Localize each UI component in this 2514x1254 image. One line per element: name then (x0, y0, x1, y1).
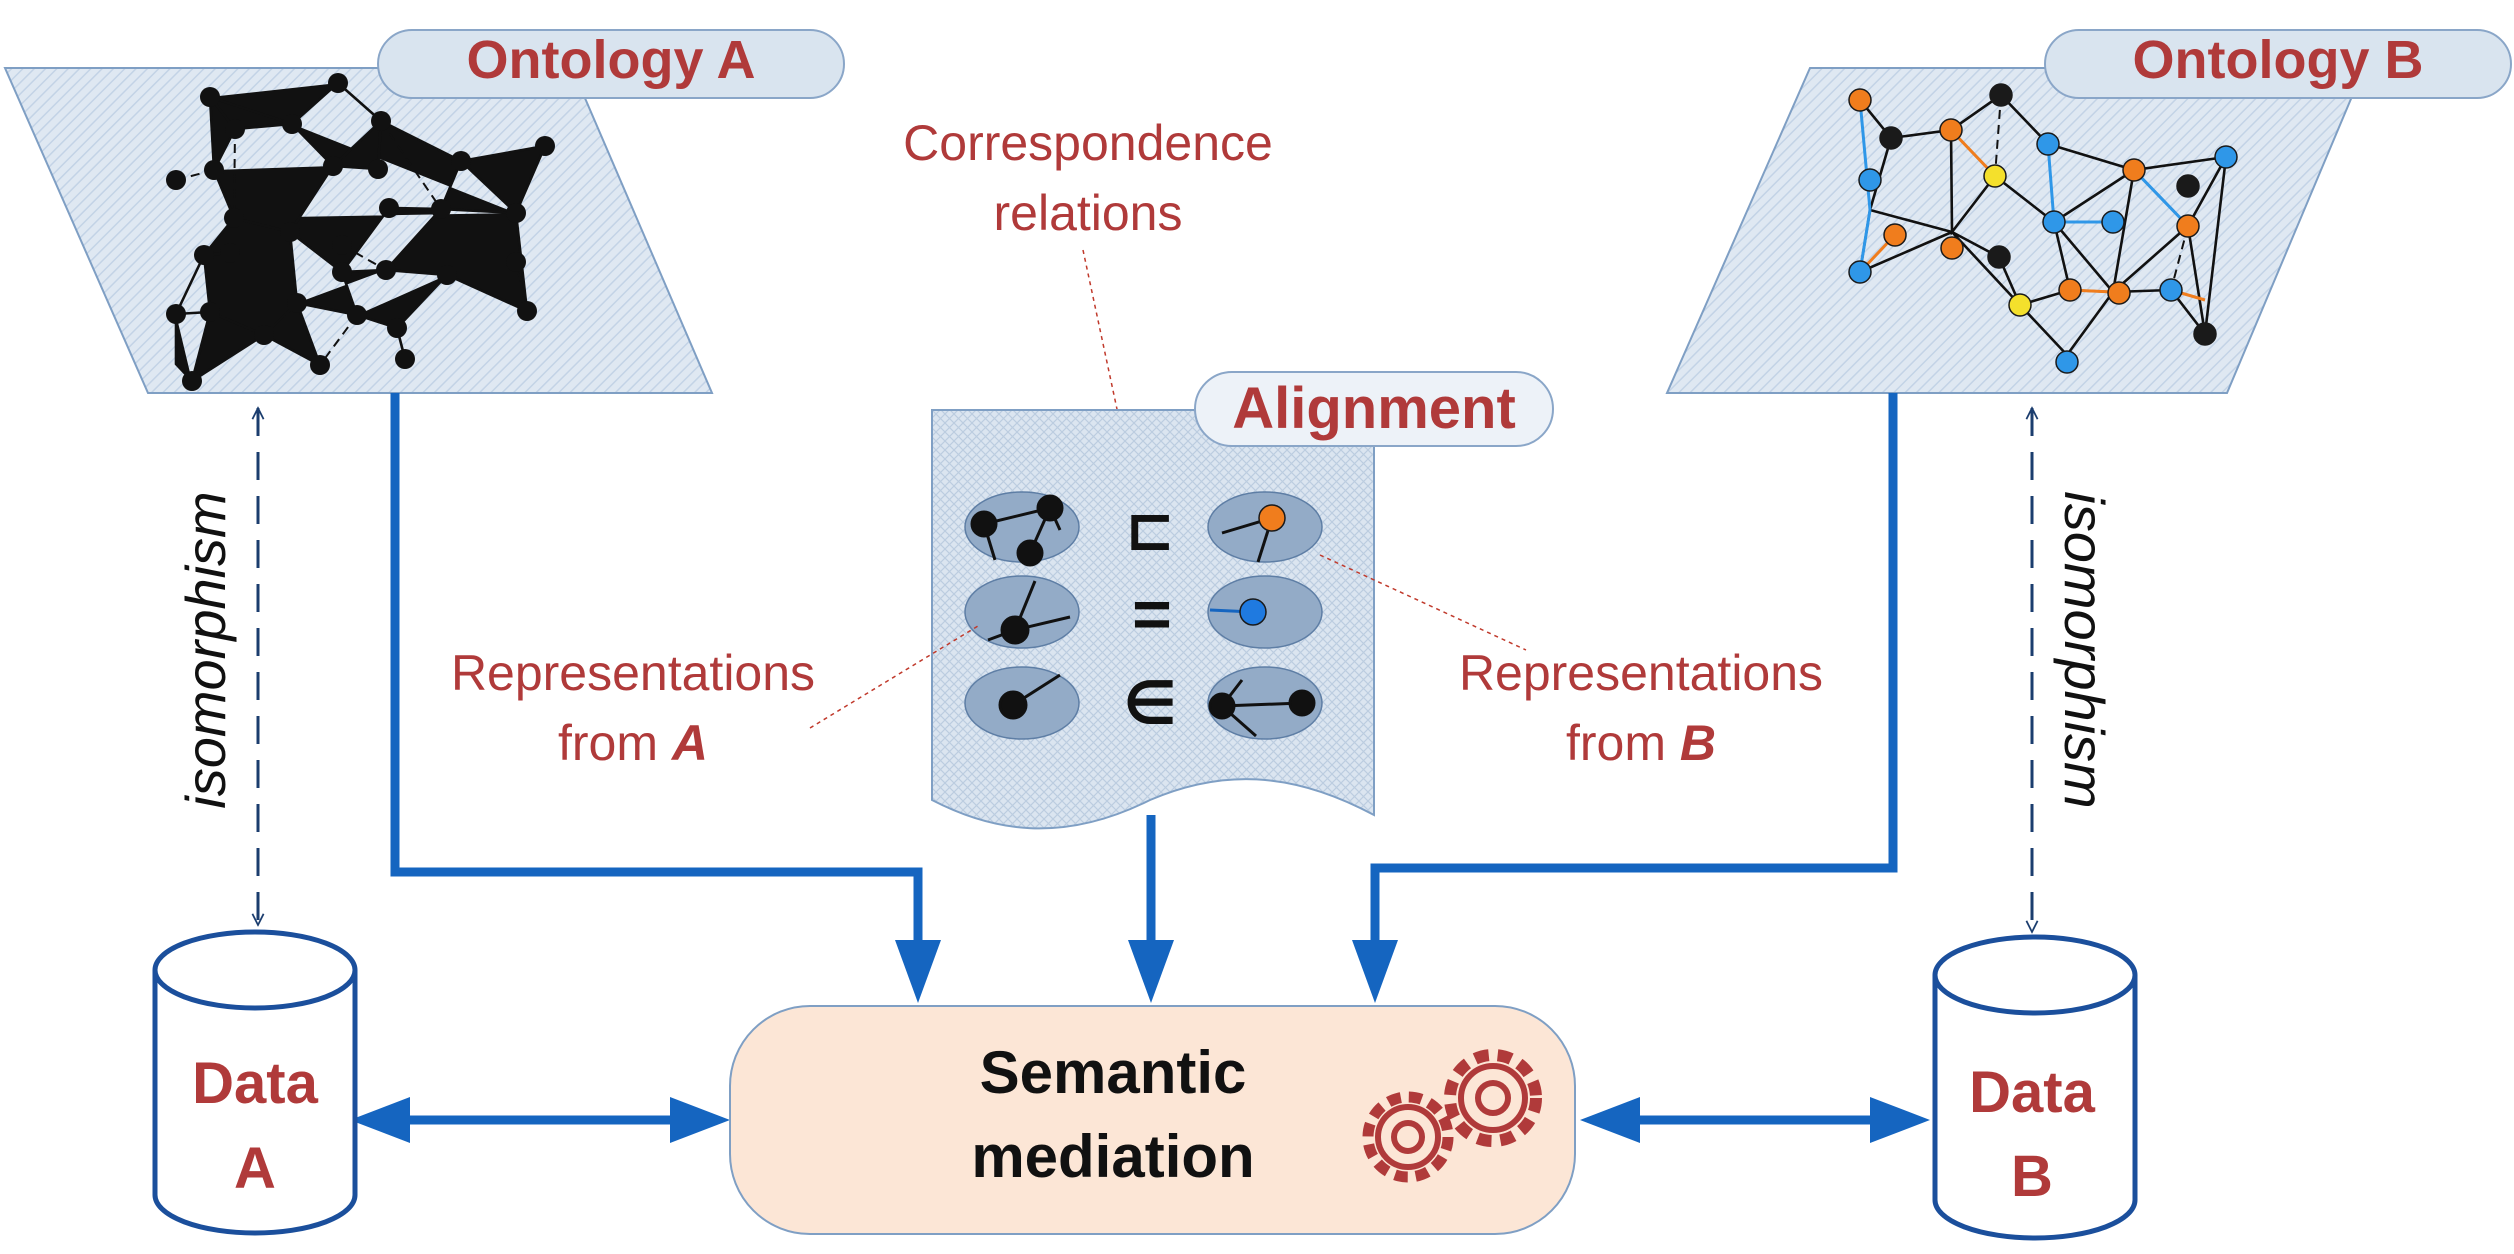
isomorphism-a-label: isomorphism (174, 491, 237, 808)
gears-icon (1362, 1049, 1542, 1183)
data-b-line1: Data (1969, 1060, 2095, 1125)
isomorphism-a: isomorphism (174, 408, 258, 925)
data-a-store: Data A (152, 929, 358, 1236)
isomorphism-b-label: isomorphism (2053, 491, 2116, 808)
alignment-title-tab: Alignment (1194, 371, 1554, 447)
ontology-b-title-tab: Ontology B (2044, 29, 2512, 99)
correspondence-line2: relations (994, 185, 1183, 241)
alignment-row-1: ⊏ (964, 491, 1323, 567)
alignment-title: Alignment (1232, 376, 1516, 441)
mediation-line1: Semantic (980, 1039, 1247, 1106)
ontology-b-plane (1665, 67, 2366, 394)
representations-a-label: Representations from A (451, 625, 979, 771)
alignment-document: Alignment ⊏ = (931, 371, 1554, 830)
arrow-ontology-a-to-mediation (390, 393, 923, 960)
mediation-line2: mediation (971, 1123, 1254, 1190)
relation-member-of: ∈ (1123, 670, 1177, 737)
representations-a-line1: Representations (451, 645, 815, 701)
relation-subsumed: ⊏ (1125, 496, 1175, 563)
ontology-a-graph (166, 73, 555, 391)
data-b-line2: B (2011, 1144, 2053, 1209)
alignment-row-2: = (964, 575, 1323, 652)
flow-arrows (350, 393, 1930, 1143)
representations-a-pointer (809, 625, 979, 729)
representations-b-label: Representations from B (1319, 554, 1823, 771)
alignment-row-3: ∈ (964, 666, 1323, 740)
representations-a-line2: from A (558, 715, 708, 771)
ontology-a-title: Ontology A (467, 30, 756, 90)
arrow-ontology-b-to-mediation (1370, 393, 1898, 960)
ontology-b-title: Ontology B (2133, 30, 2424, 90)
ontology-b-graph (1848, 83, 2238, 374)
correspondence-line1: Correspondence (903, 115, 1273, 171)
ontology-a-title-tab: Ontology A (377, 29, 845, 99)
ontology-b-panel: Ontology B (1665, 29, 2512, 394)
ontology-a-panel: Ontology A (3, 29, 845, 394)
data-a-line1: Data (192, 1051, 318, 1116)
data-b-store: Data B (1932, 934, 2138, 1241)
representations-b-pointer (1319, 554, 1527, 651)
data-a-line2: A (234, 1136, 276, 1201)
semantic-mediation-box: Semantic mediation (729, 1005, 1576, 1235)
isomorphism-b: isomorphism (2032, 408, 2116, 932)
relation-equivalent: = (1132, 576, 1172, 652)
representations-b-line2: from B (1566, 715, 1716, 771)
representations-b-line1: Representations (1459, 645, 1823, 701)
correspondence-relations-label: Correspondence relations (903, 115, 1273, 471)
